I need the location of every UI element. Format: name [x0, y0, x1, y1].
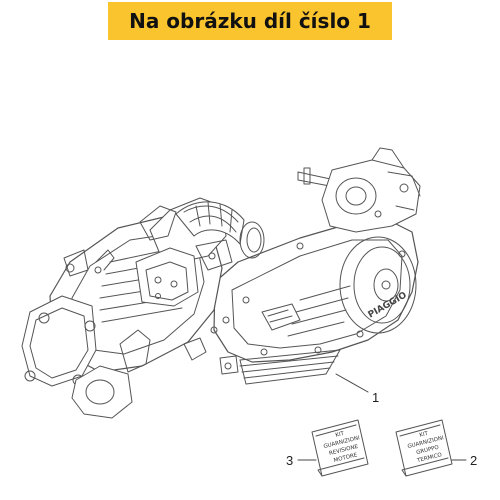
kit-bag-left [311, 419, 369, 477]
kit-right-line-3: GRUPPO [416, 445, 440, 457]
engine-assembly [21, 147, 421, 419]
callout-1: 1 [372, 390, 379, 405]
callout-2: 2 [470, 453, 477, 468]
callout-3: 3 [286, 453, 293, 468]
leader-line-1 [335, 373, 369, 393]
kit-bag-right [395, 419, 453, 477]
kit-left-line-1: KIT [335, 431, 345, 439]
banner-text: Na obrázku díl číslo 1 [129, 9, 371, 33]
kit-left-line-4: MOTORE [333, 452, 358, 464]
title-banner: Na obrázku díl číslo 1 [108, 2, 392, 40]
kit-right-line-1: KIT [419, 431, 429, 439]
